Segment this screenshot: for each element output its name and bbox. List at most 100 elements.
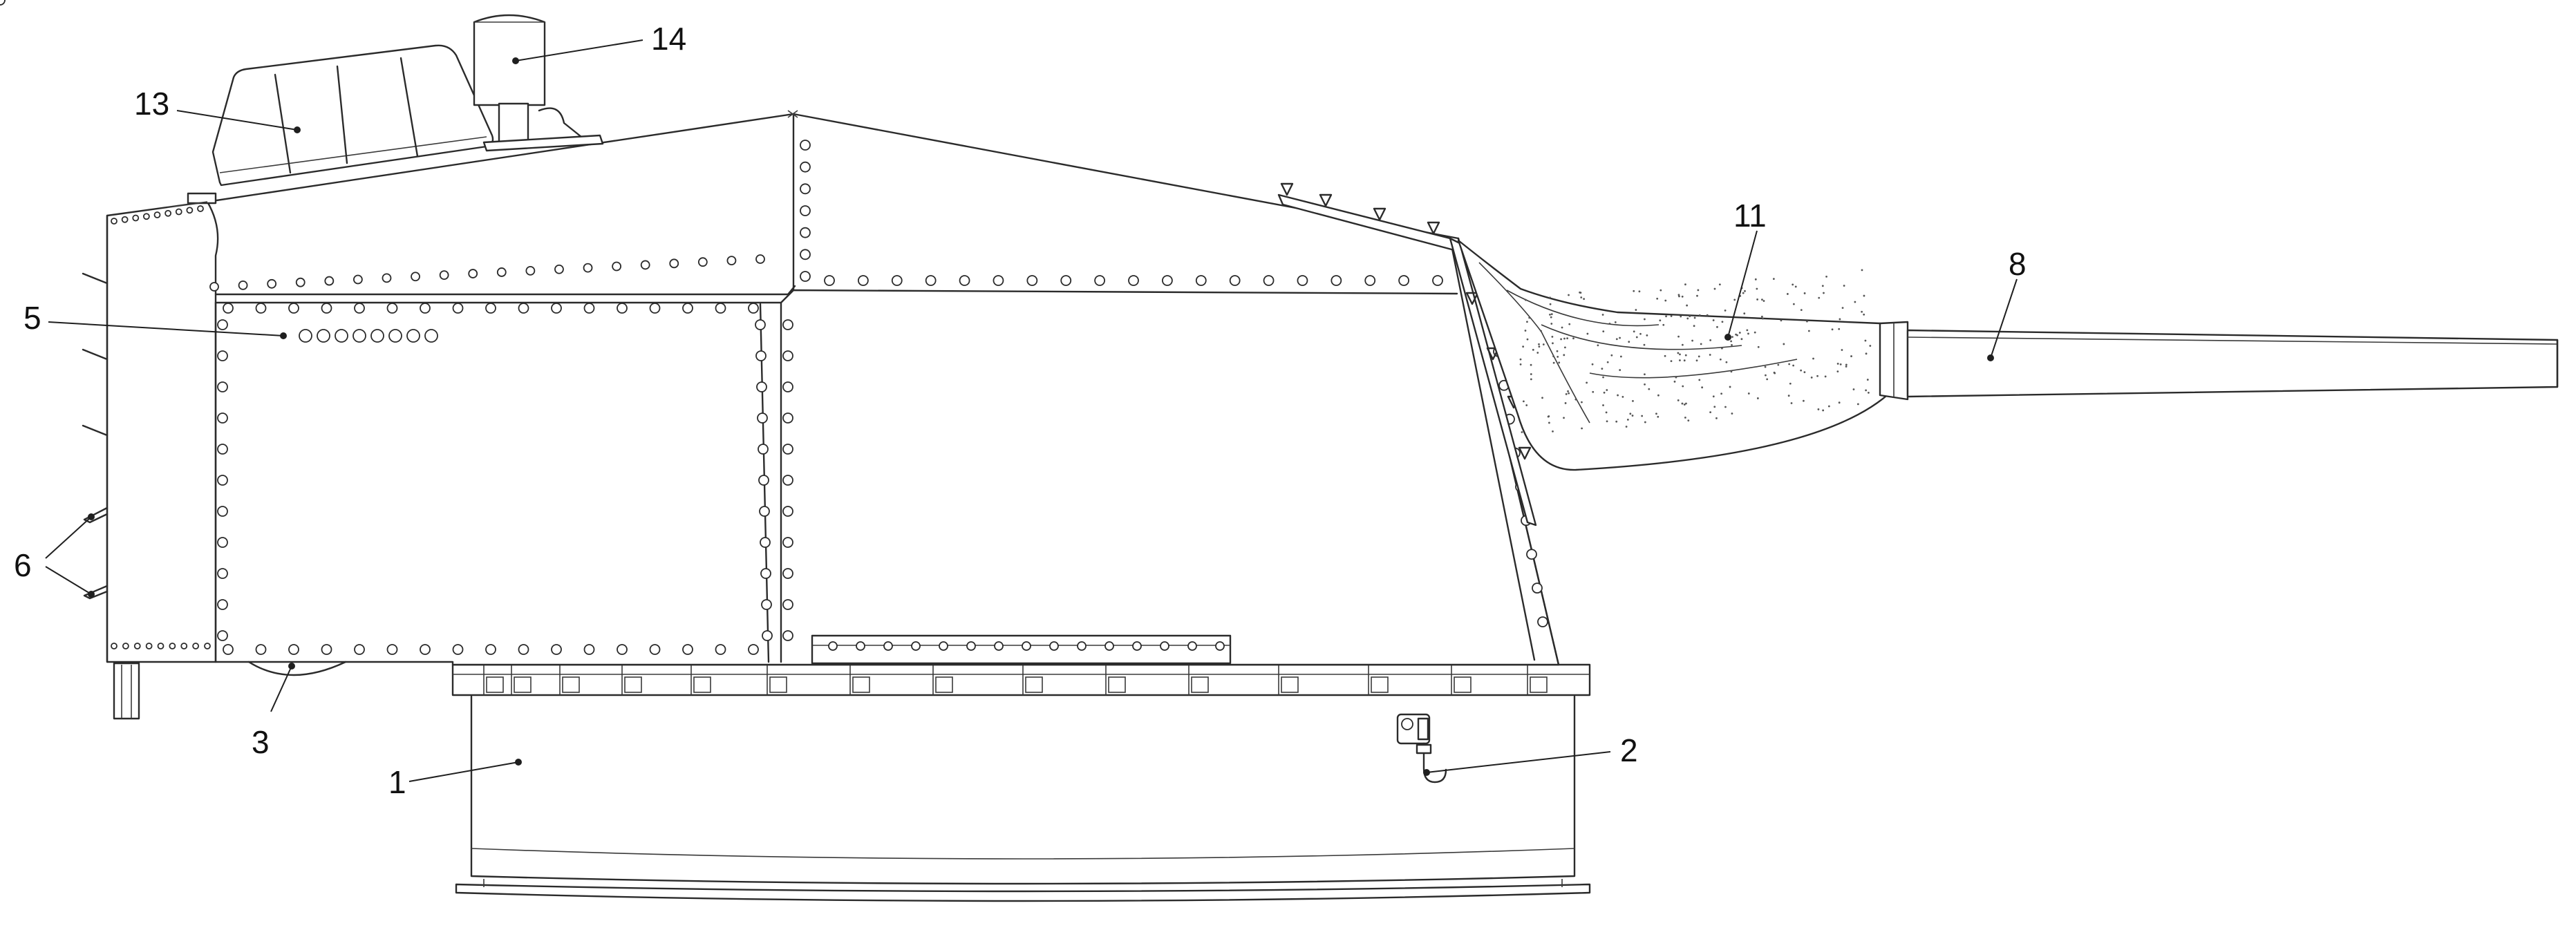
rivet	[760, 537, 771, 548]
rivet	[824, 275, 835, 286]
stipple-dot	[1601, 314, 1604, 316]
stipple-dot	[1803, 371, 1806, 374]
stipple-dot	[1519, 363, 1522, 366]
stipple-dot	[1825, 275, 1827, 278]
rivet	[782, 506, 793, 517]
stipple-dot	[1747, 392, 1750, 395]
stipple-dot	[1700, 343, 1702, 345]
svg-text:5: 5	[23, 300, 41, 336]
svg-text:14: 14	[651, 21, 686, 57]
ring-segments	[483, 665, 1548, 695]
rivet-rows	[0, 0, 1548, 655]
callout-6: 6	[14, 513, 95, 598]
stipple-dot	[1591, 363, 1594, 366]
stipple-dot	[1780, 319, 1783, 322]
stipple-dot	[1841, 349, 1843, 351]
stipple-dot	[1619, 369, 1621, 371]
stipple-dot	[1597, 344, 1599, 347]
stipple-dot	[1731, 412, 1733, 415]
stipple-dot	[1738, 332, 1741, 334]
stipple-dot	[1677, 335, 1680, 338]
rivet	[295, 277, 305, 287]
rivet	[121, 216, 129, 223]
rivet	[1229, 275, 1241, 286]
rivet	[223, 644, 234, 655]
stipple-dot	[1602, 404, 1604, 406]
rivet	[255, 303, 267, 314]
stipple-dot	[1786, 293, 1789, 295]
stipple-dot	[1725, 361, 1728, 363]
stipple-dot	[1540, 330, 1542, 332]
stipple-dot	[1657, 415, 1660, 418]
stipple-dot	[1638, 290, 1641, 293]
stipple-dot	[1519, 358, 1522, 361]
rivet	[180, 643, 188, 649]
clip	[1486, 347, 1500, 361]
stipple-dot	[1677, 294, 1680, 296]
svg-text:13: 13	[134, 86, 169, 122]
stipple-dot	[1646, 334, 1648, 336]
callout-8: 8	[1987, 246, 2027, 361]
rivet	[197, 205, 204, 212]
rivet	[1104, 641, 1114, 651]
rivet	[217, 475, 228, 486]
rivet	[758, 444, 769, 455]
rivet	[111, 218, 117, 225]
rivet	[925, 275, 937, 286]
stipple-dot	[1614, 321, 1617, 323]
stipple-dot	[1721, 321, 1724, 323]
stipple-dot	[1679, 359, 1681, 361]
stipple-dot	[1800, 309, 1803, 311]
clip	[1465, 292, 1479, 305]
stipple-dot	[1644, 383, 1646, 386]
ring-segment-box	[1454, 676, 1472, 693]
rivet	[142, 213, 150, 220]
stipple-dot	[1626, 418, 1629, 421]
stipple-dot	[1792, 283, 1794, 286]
stipple-dot	[1698, 355, 1700, 358]
stipple-dot	[1610, 354, 1613, 357]
stipple-dot	[1524, 330, 1527, 332]
stipple-dot	[1673, 380, 1676, 383]
stipple-dot	[1754, 278, 1757, 281]
stipple-dot	[1522, 400, 1525, 403]
stipple-dot	[1563, 417, 1565, 419]
stipple-dot	[1530, 378, 1532, 381]
stipple-dot	[1724, 406, 1727, 408]
stipple-dot	[1552, 355, 1554, 358]
stipple-dot	[1586, 332, 1589, 335]
rivet	[485, 644, 496, 655]
stipple-dot	[1556, 350, 1559, 352]
svg-text:6: 6	[14, 547, 32, 583]
rivet	[755, 319, 766, 330]
stipple-dot	[1806, 320, 1808, 323]
ring-segment-box	[1025, 676, 1043, 693]
stipple-dot	[1528, 316, 1531, 319]
stipple-dot	[1644, 318, 1646, 321]
stipple-dot	[1606, 420, 1608, 423]
stipple-dot	[1615, 420, 1618, 423]
stipple-dot	[1662, 323, 1665, 326]
rivet	[993, 275, 1004, 286]
ring-segment-box	[935, 676, 953, 693]
stipple-dot	[1566, 337, 1568, 340]
rivet	[994, 641, 1004, 651]
vision-hole	[299, 329, 312, 343]
rivet	[583, 644, 595, 655]
stipple-dot	[1720, 392, 1722, 395]
stipple-dot	[1617, 394, 1619, 397]
ring-segment-box	[514, 676, 532, 693]
stipple-dot	[1783, 343, 1785, 345]
stipple-dot	[1563, 337, 1566, 340]
stipple-dot	[1721, 347, 1723, 350]
stipple-dot	[1632, 399, 1634, 402]
stipple-dot	[1550, 323, 1553, 325]
stipple-dot	[1713, 406, 1716, 408]
rivet	[217, 350, 228, 361]
stipple-dot	[1792, 303, 1795, 305]
rivet	[891, 275, 903, 286]
clip	[1280, 182, 1294, 196]
stipple-dot	[1719, 358, 1722, 361]
stipple-dot	[1581, 401, 1583, 404]
stipple-dot	[1605, 411, 1608, 414]
